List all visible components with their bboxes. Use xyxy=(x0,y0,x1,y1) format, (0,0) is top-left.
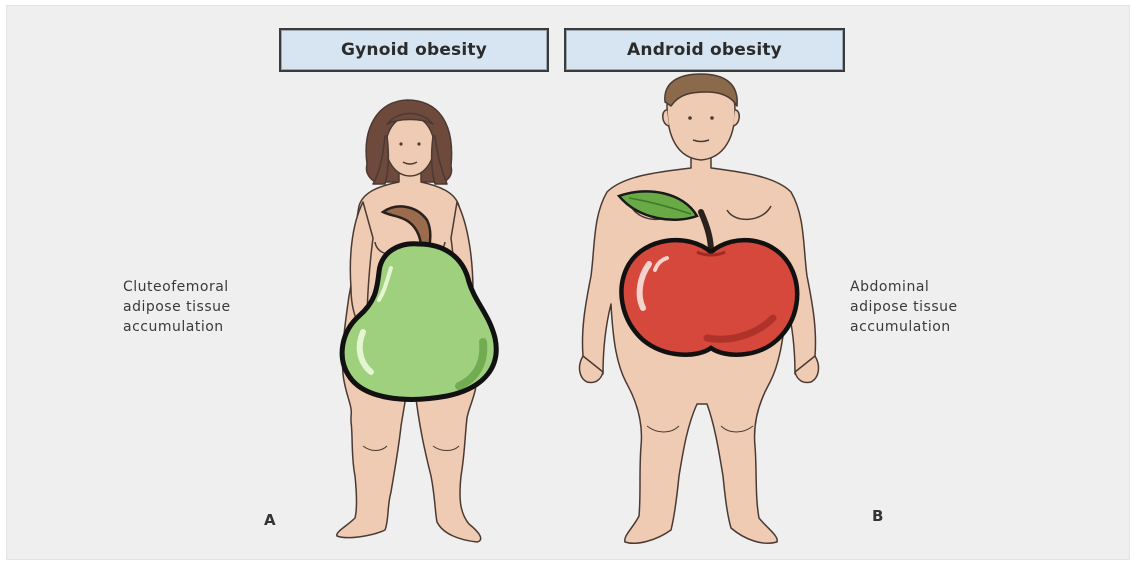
slide: Gynoid obesity Android obesity xyxy=(6,5,1130,560)
panel-label-b: B xyxy=(872,507,883,525)
right-description-line: Abdominal xyxy=(850,277,958,297)
left-description-line: Cluteofemoral xyxy=(123,277,231,297)
right-description-line: adipose tissue xyxy=(850,297,958,317)
left-description-line: adipose tissue xyxy=(123,297,231,317)
right-description-line: accumulation xyxy=(850,317,958,337)
woman-face xyxy=(386,116,434,176)
left-description-line: accumulation xyxy=(123,317,231,337)
abdominal-description: Abdominal adipose tissue accumulation xyxy=(850,277,958,337)
panel-label-a: A xyxy=(264,511,276,529)
gluteofemoral-description: Cluteofemoral adipose tissue accumulatio… xyxy=(123,277,231,337)
